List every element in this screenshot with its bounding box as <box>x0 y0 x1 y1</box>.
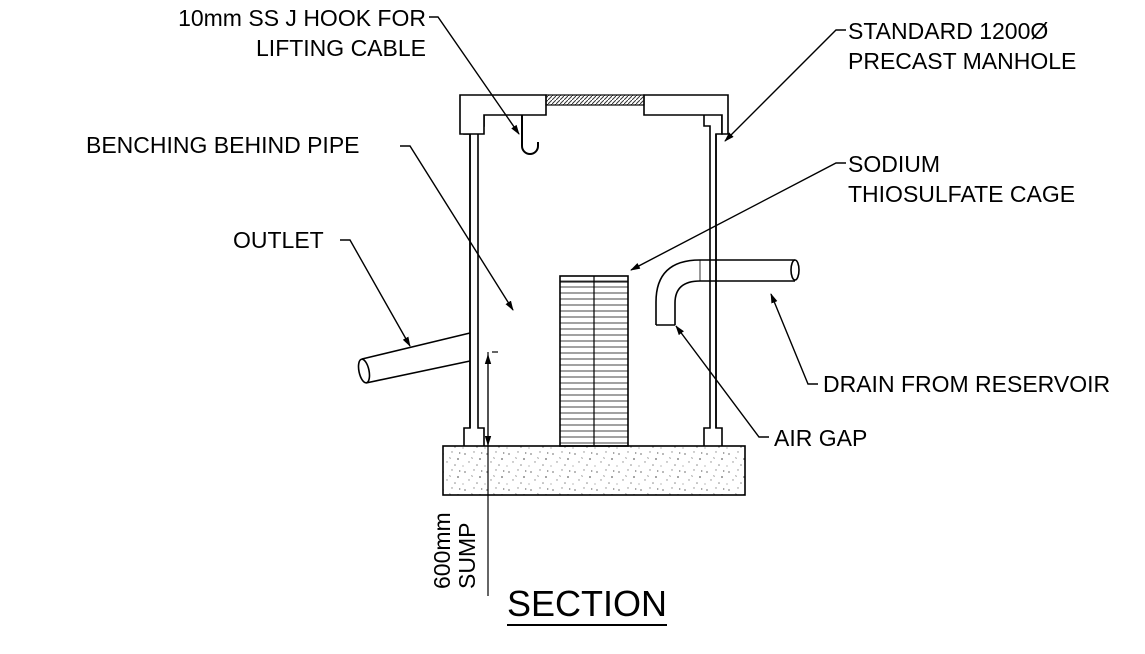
hook-label-line2: LIFTING CABLE <box>256 35 426 61</box>
sump-dimension <box>484 351 498 596</box>
drain-label: DRAIN FROM RESERVOIR <box>823 371 1111 397</box>
benching-label: BENCHING BEHIND PIPE <box>86 132 360 158</box>
outlet-label: OUTLET <box>233 227 324 253</box>
section-title: SECTION <box>507 583 668 626</box>
sodium-label: SODIUM THIOSULFATE CAGE <box>848 149 1075 209</box>
sump-label-line1: 600mm <box>429 512 455 589</box>
leader-lines <box>340 16 846 438</box>
sump-label-line2: SUMP <box>454 522 480 589</box>
manhole-cover <box>459 94 729 135</box>
hook-label: 10mm SS J HOOK FOR LIFTING CABLE <box>178 3 426 63</box>
sodium-label-line2: THIOSULFATE CAGE <box>848 181 1076 207</box>
sodium-label-line1: SODIUM <box>848 151 940 177</box>
air-gap-label: AIR GAP <box>774 425 868 451</box>
drain-pipe <box>655 259 800 326</box>
manhole-label-line2: PRECAST MANHOLE <box>848 48 1077 74</box>
manhole-label-line1: STANDARD 1200Ø <box>848 18 1049 44</box>
thiosulfate-cage <box>559 275 629 447</box>
outlet-pipe <box>357 332 471 384</box>
manhole-label: STANDARD 1200Ø PRECAST MANHOLE <box>848 16 1076 76</box>
hook-label-line1: 10mm SS J HOOK FOR <box>178 5 426 31</box>
base-slab <box>442 445 746 496</box>
sump-label: 600mm SUMP <box>429 512 480 589</box>
j-hook-icon <box>521 115 539 155</box>
